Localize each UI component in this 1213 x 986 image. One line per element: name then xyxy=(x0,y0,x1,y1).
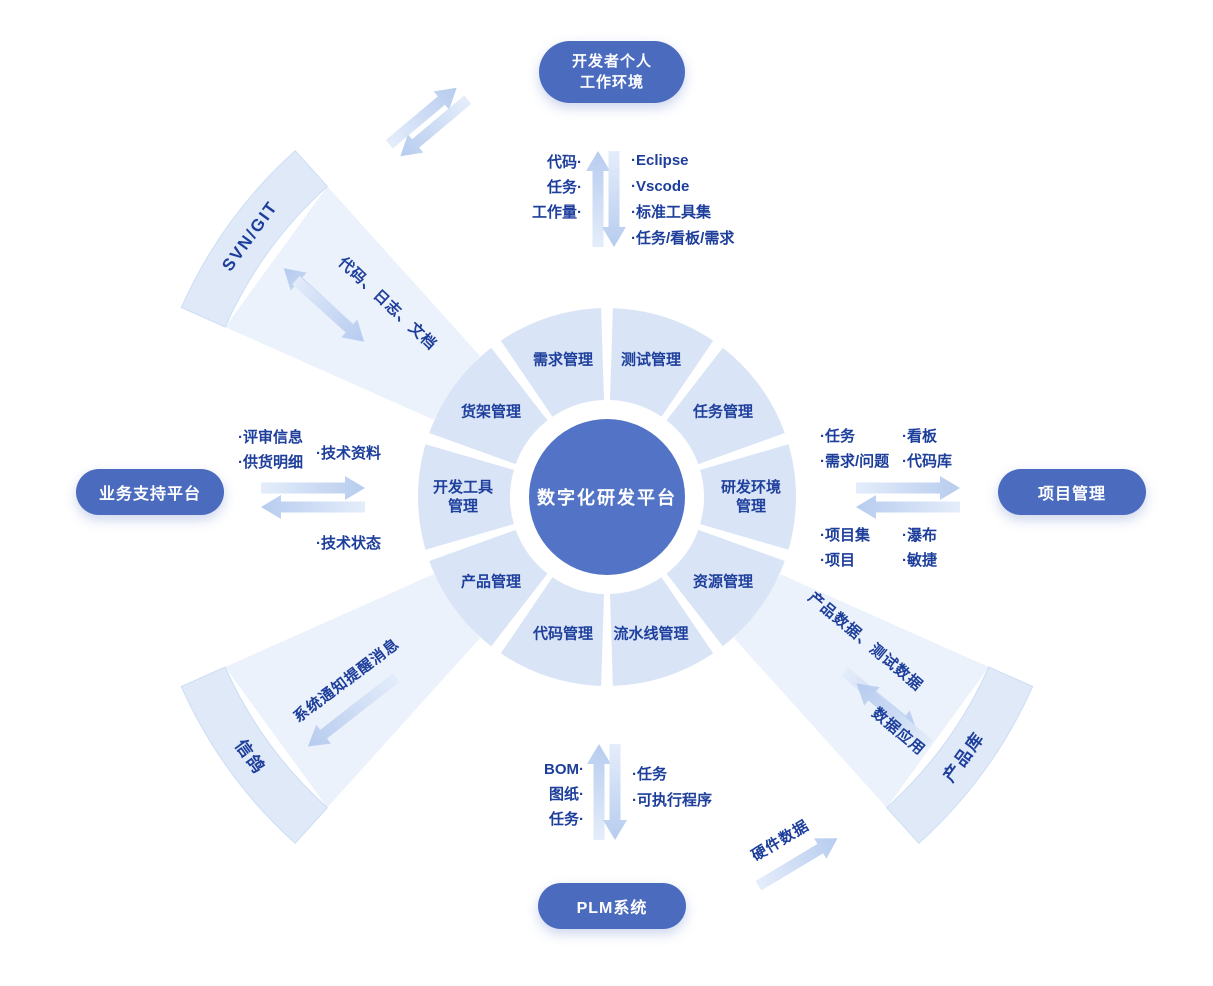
arrow-business-in xyxy=(261,476,365,500)
center-hub-circle xyxy=(529,419,685,575)
node-plm-system: PLM系统 xyxy=(538,883,686,929)
wheel-segment-4 xyxy=(429,347,548,465)
node-developer-line1: 开发者个人 xyxy=(571,53,652,70)
arc-nodes: SVN/GIT 信鸽 产品库 xyxy=(180,149,1034,845)
wheel-segment-9 xyxy=(666,529,785,647)
flow-label-dev-down-3: ·标准工具集 xyxy=(631,204,711,221)
business-in-left-labels: ·评审信息 ·供货明细 xyxy=(238,425,303,475)
wheel-segment-label-1: 任务管理 xyxy=(692,403,754,421)
arrow-messenger-out xyxy=(307,673,400,747)
arrow-business-out xyxy=(261,495,365,519)
flow-label-dev-up-3: 工作量· xyxy=(532,204,582,221)
business-out-label: ·技术状态 xyxy=(316,531,381,556)
center-hub-label: 数字化研发平台 xyxy=(537,488,677,508)
flow-label-executable: ·可执行程序 xyxy=(632,792,712,809)
wheel-ring xyxy=(418,308,796,686)
wheel-segment-label-7: 代码管理 xyxy=(532,625,594,643)
plm-down-labels: ·任务 ·可执行程序 xyxy=(632,762,712,814)
wheel-segment-0 xyxy=(700,444,796,550)
node-project-label: 项目管理 xyxy=(1037,486,1106,503)
flow-label-dev-down-2: ·Vscode xyxy=(631,178,690,195)
messenger-arc xyxy=(180,666,329,845)
node-developer-line2: 工作环境 xyxy=(579,74,644,91)
wheel-segment-1 xyxy=(666,347,785,465)
flow-label-supply-detail: ·供货明细 xyxy=(238,454,303,471)
project-top-left-labels: ·任务 ·需求/问题 xyxy=(820,424,889,474)
arrow-project-out xyxy=(856,476,960,500)
beam-messenger xyxy=(225,574,480,808)
flow-label-drawing: 图纸· xyxy=(549,786,584,803)
arrow-dev-svn-up xyxy=(385,87,457,149)
flow-label-tech-material: ·技术资料 xyxy=(316,445,381,462)
arrow-dev-env-up xyxy=(586,151,610,247)
arrow-dev-svn-down xyxy=(400,95,472,157)
developer-up-labels: 代码· 任务· 工作量· xyxy=(492,150,582,225)
flow-label-requirement-issue: ·需求/问题 xyxy=(820,453,890,470)
flow-label-code-repo: ·代码库 xyxy=(902,453,952,470)
developer-down-labels: ·Eclipse ·Vscode ·标准工具集 ·任务/看板/需求 xyxy=(631,148,734,252)
product-library-arc xyxy=(885,666,1034,845)
node-developer-environment: 开发者个人 工作环境 xyxy=(539,41,685,103)
arrow-dev-env-down xyxy=(602,151,626,247)
flow-label-waterfall: ·瀑布 xyxy=(902,527,937,544)
plm-up-labels: BOM· 图纸· 任务· xyxy=(500,757,584,832)
wheel-segment-2 xyxy=(610,308,714,417)
flow-label-task: ·任务 xyxy=(820,428,855,445)
project-bottom-right-labels: ·瀑布 ·敏捷 xyxy=(902,523,937,573)
wheel-segment-label-3: 需求管理 xyxy=(532,351,594,369)
wheel-segment-7 xyxy=(500,577,604,686)
node-project-management: 项目管理 xyxy=(998,469,1146,515)
arrow-plm-down xyxy=(603,744,627,840)
wheel-segment-5 xyxy=(418,444,514,550)
node-plm-label: PLM系统 xyxy=(576,900,648,917)
wheel-segment-label-5: 开发工具管理 xyxy=(432,479,494,515)
flow-label-dev-down-4: ·任务/看板/需求 xyxy=(631,230,735,247)
wheel-segment-3 xyxy=(500,308,604,417)
wheel-segment-label-6: 产品管理 xyxy=(460,573,522,591)
business-in-right-label: ·技术资料 xyxy=(316,441,381,466)
arrow-plm-up xyxy=(587,744,611,840)
wheel-segment-label-2: 测试管理 xyxy=(620,351,682,369)
flow-label-dev-down-1: ·Eclipse xyxy=(631,152,689,169)
flow-label-plm-task: 任务· xyxy=(549,811,584,828)
node-business-platform: 业务支持平台 xyxy=(76,469,224,515)
flow-label-dev-up-2: 任务· xyxy=(547,179,582,196)
wheel-segment-6 xyxy=(429,529,548,647)
project-top-right-labels: ·看板 ·代码库 xyxy=(902,424,952,474)
wheel-segment-label-0: 研发环境管理 xyxy=(720,479,782,515)
node-business-label: 业务支持平台 xyxy=(98,486,201,503)
flow-arrows xyxy=(261,87,960,891)
wheel-segment-8 xyxy=(610,577,714,686)
flow-label-task-2: ·任务 xyxy=(632,766,667,783)
project-bottom-left-labels: ·项目集 ·项目 xyxy=(820,523,870,573)
flow-label-agile: ·敏捷 xyxy=(902,552,937,569)
flow-label-kanban: ·看板 xyxy=(902,428,937,445)
flow-label-project: ·项目 xyxy=(820,552,855,569)
flow-label-review-info: ·评审信息 xyxy=(238,429,303,446)
svn-git-arc xyxy=(180,149,329,328)
arrow-hardware-data xyxy=(755,838,838,891)
arrow-product-lib-in xyxy=(856,683,933,749)
arrow-project-in xyxy=(856,495,960,519)
arrow-svn-wheel-down xyxy=(292,276,365,342)
flow-label-bom: BOM· xyxy=(544,761,584,778)
flow-label-tech-status: ·技术状态 xyxy=(316,535,381,552)
flow-label-project-set: ·项目集 xyxy=(820,527,870,544)
wheel-segment-label-9: 资源管理 xyxy=(692,573,754,591)
wheel-segment-label-8: 流水线管理 xyxy=(613,625,689,643)
beam-svn-git xyxy=(225,186,480,420)
flow-label-dev-up-1: 代码· xyxy=(547,154,582,171)
wheel-segment-label-4: 货架管理 xyxy=(460,403,522,421)
